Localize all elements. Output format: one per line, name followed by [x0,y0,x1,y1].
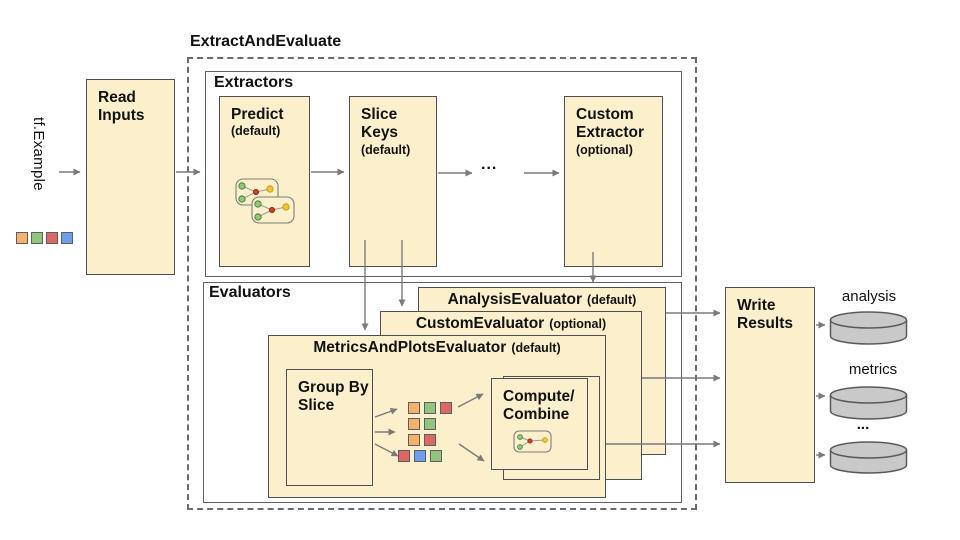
custom-evaluator-qualifier: (optional) [549,317,607,331]
group-by-slice-box: Group By Slice [286,369,373,486]
write-results-box: Write Results [725,287,815,483]
red-square [398,450,410,462]
custom-extractor-label: Custom Extractor [576,106,645,142]
predict-extractor-box: Predict (default) [219,96,310,267]
evaluators-label: Evaluators [209,284,291,301]
red-square [440,402,452,414]
more-outputs-label: ... [856,416,870,433]
slice-row-2 [408,418,436,430]
green-square [424,418,436,430]
custom-extractor-box: Custom Extractor (optional) [564,96,663,267]
analysis-evaluator-qualifier: (default) [587,293,637,307]
red-square [424,434,436,446]
slice-row-4 [398,450,442,462]
green-square [31,232,43,244]
more-database-icon [829,441,908,474]
read-inputs-label: Read Inputs [98,89,145,125]
extractors-ellipsis: ... [481,156,498,173]
extractors-label: Extractors [214,74,294,91]
blue-square [61,232,73,244]
slice-row-3 [408,434,436,446]
tf-example-label: tf.Example [30,117,47,191]
slice-keys-extractor-box: Slice Keys (default) [349,96,437,267]
green-square [430,450,442,462]
metrics-and-plots-evaluator-label: MetricsAndPlotsEvaluator [313,339,507,356]
custom-evaluator-label: CustomEvaluator [415,315,545,332]
orange-square [408,402,420,414]
metrics-output-label: metrics [848,361,898,378]
tf-example-swatches [16,232,73,244]
pipeline-title: ExtractAndEvaluate [190,33,342,50]
blue-square [414,450,426,462]
orange-square [408,434,420,446]
orange-square [16,232,28,244]
slice-row-1 [408,402,452,414]
compute-combine-label: Compute/ Combine [503,388,575,424]
read-inputs-box: Read Inputs [86,79,175,275]
write-results-label: Write Results [737,297,793,333]
slice-keys-qualifier: (default) [361,142,411,157]
analysis-database-icon [829,311,908,345]
metrics-database-icon [829,386,908,420]
predict-label: Predict [231,106,284,123]
green-square [424,402,436,414]
compute-combine-box: Compute/ Combine [491,378,588,470]
predict-qualifier: (default) [231,124,281,139]
extractors-container: Extractors [205,71,682,277]
orange-square [408,418,420,430]
red-square [46,232,58,244]
evaluators-container: Evaluators [203,282,682,503]
group-by-slice-label: Group By Slice [298,379,369,415]
custom-extractor-qualifier: (optional) [576,142,633,157]
analysis-output-label: analysis [841,288,897,305]
slice-keys-label: Slice Keys [361,106,399,142]
analysis-evaluator-label: AnalysisEvaluator [447,291,583,308]
extract-and-evaluate-container [187,57,697,510]
metrics-and-plots-evaluator-qualifier: (default) [511,341,561,355]
